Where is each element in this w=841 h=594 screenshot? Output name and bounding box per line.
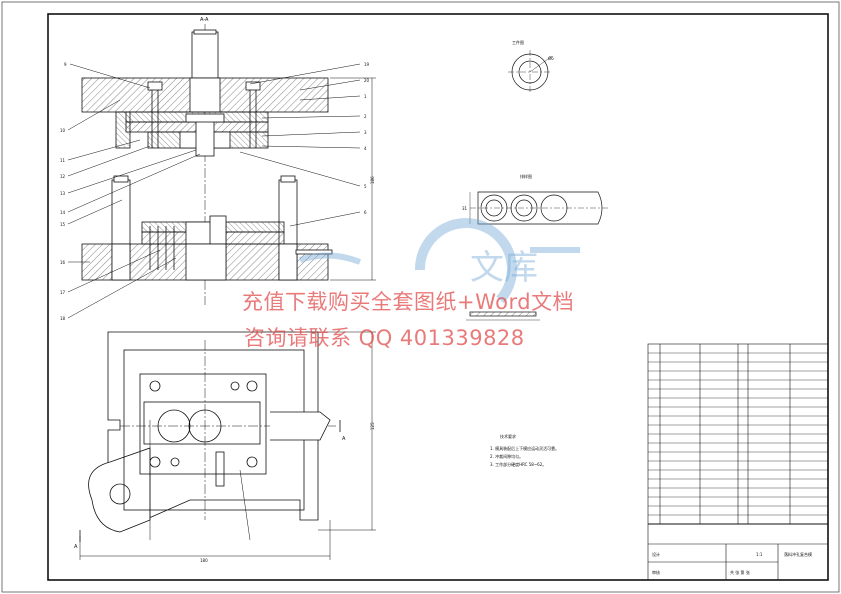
height-dimension: 186 xyxy=(330,77,376,281)
part-leaders-left: 9 10 11 12 13 14 15 16 17 18 xyxy=(60,62,201,321)
svg-text:4: 4 xyxy=(364,146,367,151)
note-1: 1. 模具装配后上下模应运动灵活可靠。 xyxy=(490,445,559,451)
inner-frame xyxy=(47,13,829,581)
svg-text:16: 16 xyxy=(60,260,66,265)
title-block: 落料冲孔复合模 1:1 共 张 第 张 设计 审核 xyxy=(652,551,812,575)
part-leaders-right: 19 20 1 2 3 4 5 6 xyxy=(239,62,370,227)
watermark-line-2: 咨询请联系 QQ 401339828 xyxy=(244,326,525,350)
svg-text:20: 20 xyxy=(364,78,370,83)
note-2: 2. 冲裁间隙均匀。 xyxy=(490,453,523,459)
svg-text:6: 6 xyxy=(364,210,367,215)
svg-text:2: 2 xyxy=(364,114,367,119)
svg-text:11: 11 xyxy=(60,158,66,163)
strip-label: 排样图 xyxy=(520,173,532,179)
watermark-logo xyxy=(299,218,580,304)
strip-layout: 排样图 31 xyxy=(462,173,610,321)
svg-text:31: 31 xyxy=(462,206,468,211)
drawing-name: 落料冲孔复合模 xyxy=(784,551,812,557)
scale-value: 1:1 xyxy=(756,552,763,557)
svg-text:13: 13 xyxy=(60,191,66,196)
designer-label: 设计 xyxy=(652,551,660,557)
svg-text:9: 9 xyxy=(64,62,67,67)
svg-text:186: 186 xyxy=(370,176,375,184)
checker-label: 审核 xyxy=(652,569,660,575)
technical-notes: 技术要求 1. 模具装配后上下模应运动灵活可靠。 2. 冲裁间隙均匀。 3. 工… xyxy=(490,433,559,467)
workpiece-label: 工件图 xyxy=(512,39,524,45)
note-3: 3. 工作部分硬度HRC 58~62。 xyxy=(490,461,546,467)
svg-text:Ø6: Ø6 xyxy=(548,56,554,61)
bom-rows xyxy=(648,352,828,516)
svg-text:14: 14 xyxy=(60,210,66,215)
section-label: A-A xyxy=(200,17,209,23)
svg-text:10: 10 xyxy=(60,128,66,133)
svg-text:180: 180 xyxy=(200,558,208,563)
section-view: A-A xyxy=(81,17,333,305)
svg-text:12: 12 xyxy=(60,174,66,179)
svg-text:18: 18 xyxy=(60,316,66,321)
svg-text:A: A xyxy=(342,436,346,442)
svg-text:1: 1 xyxy=(364,94,367,99)
svg-text:19: 19 xyxy=(364,62,370,67)
svg-text:A: A xyxy=(74,544,78,550)
svg-text:15: 15 xyxy=(60,222,66,227)
watermark-line-1: 充值下载购买全套图纸+Word文档 xyxy=(242,290,575,314)
plan-view: A A xyxy=(74,331,346,550)
workpiece-drawing: 工件图 Ø6 xyxy=(508,39,554,94)
svg-text:5: 5 xyxy=(364,184,367,189)
sheet-count: 共 张 第 张 xyxy=(730,569,750,575)
plan-dimensions: 180 125 xyxy=(79,331,376,563)
svg-text:125: 125 xyxy=(370,422,375,430)
svg-text:17: 17 xyxy=(60,290,66,295)
svg-text:3: 3 xyxy=(364,130,367,135)
bom-table xyxy=(647,343,829,581)
notes-title: 技术要求 xyxy=(500,433,516,439)
watermark-logo-text: 文库 xyxy=(470,248,538,288)
